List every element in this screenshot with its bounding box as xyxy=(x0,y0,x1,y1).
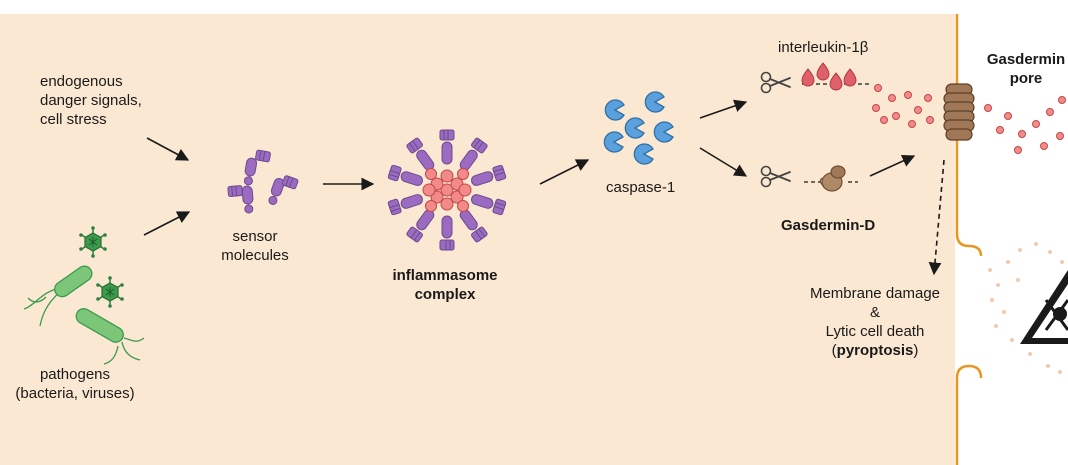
bacterium-icon xyxy=(23,265,93,327)
endogenous-label: endogenous danger signals, cell stress xyxy=(40,72,142,129)
outcome-label: Membrane damage & Lytic cell death (pyro… xyxy=(790,284,960,360)
label-line: sensor xyxy=(232,228,278,245)
arrow xyxy=(143,211,191,236)
paren: ( xyxy=(831,342,837,359)
pathway-arrows xyxy=(143,99,945,276)
arrow xyxy=(869,154,916,177)
caspase-label: caspase-1 xyxy=(606,179,676,196)
paren: ) xyxy=(913,342,919,359)
label-line: Membrane damage xyxy=(809,285,941,302)
label-line: endogenous xyxy=(40,73,123,90)
label-line: molecules xyxy=(221,247,289,264)
gasdermin-d-label: Gasdermin-D xyxy=(781,217,876,234)
label-line: complex xyxy=(414,286,476,303)
arrow xyxy=(699,147,748,177)
gasdermin-pore-label: Gasdermin pore xyxy=(976,50,1068,88)
interleukin-particles xyxy=(872,84,1066,154)
arrow xyxy=(146,137,190,161)
pyroptosis-term: pyroptosis xyxy=(836,342,914,359)
label-line: danger signals, xyxy=(40,92,142,109)
gasdermin-cleavage xyxy=(760,165,858,192)
arrow xyxy=(699,99,748,119)
interleukin-label: interleukin-1β xyxy=(778,39,869,56)
label-line: inflammasome xyxy=(392,267,498,284)
arrow xyxy=(539,159,590,185)
label-line: (bacteria, viruses) xyxy=(15,385,135,402)
label-line: Lytic cell death xyxy=(825,323,925,340)
label-line: & xyxy=(869,304,880,321)
cell-debris xyxy=(988,242,1064,374)
label-line: cell stress xyxy=(40,111,107,128)
interleukin-cleavage xyxy=(760,62,870,94)
pyroptosis-line: (pyroptosis) xyxy=(790,341,960,360)
inflammasome-label: inflammasome complex xyxy=(375,266,515,304)
label-line: pore xyxy=(1009,70,1043,87)
pathogens-label: pathogens (bacteria, viruses) xyxy=(0,365,150,403)
dashed-arrow xyxy=(928,159,945,276)
inflammasome-icon xyxy=(387,129,507,251)
label-line: Gasdermin xyxy=(986,51,1066,68)
label-line: pathogens xyxy=(39,366,111,383)
hazard-skull-icon xyxy=(1020,270,1068,344)
gasdermin-pore-icon xyxy=(943,83,975,141)
pathogens-group xyxy=(23,225,145,365)
bacterium-icon xyxy=(75,308,145,365)
gasdermin-icon xyxy=(819,165,846,192)
sensor-label: sensor molecules xyxy=(215,227,295,265)
